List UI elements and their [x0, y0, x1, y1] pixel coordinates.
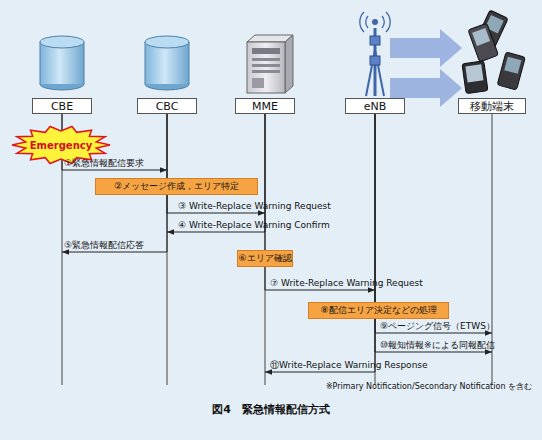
node-text: ⑥エリア確認 [238, 252, 291, 265]
server-icon [285, 35, 293, 93]
message-arrow [167, 114, 265, 213]
node-text: ②メッセージ作成，エリア特定 [114, 180, 239, 193]
server-icon [252, 78, 264, 88]
figure-caption: 図4 緊急情報配信方式 [0, 402, 542, 417]
message-arrow [375, 114, 492, 333]
broadcast-arrow [390, 29, 462, 67]
database-cylinder [40, 36, 84, 48]
server-icon [252, 48, 280, 54]
node-text: MME [252, 100, 278, 113]
entity-box: eNB [345, 98, 405, 114]
mobile-phone [497, 52, 525, 90]
server-icon [247, 42, 285, 93]
entity-box: CBC [137, 98, 197, 114]
database-cylinder [189, 42, 190, 84]
signal-waves [360, 12, 390, 32]
antenna-tower [372, 19, 378, 25]
server-icon [252, 58, 280, 61]
entity-box: MME [235, 98, 295, 114]
node-text: eNB [364, 100, 387, 113]
database-cylinder [84, 42, 85, 84]
entity-box: 移動端末 [458, 98, 526, 114]
antenna-tower [370, 56, 380, 65]
antenna-tower [370, 36, 380, 45]
burst-outline [12, 126, 110, 163]
database-cylinder [145, 36, 189, 48]
server-icon [252, 70, 280, 73]
entity-box: CBE [32, 98, 92, 114]
node-text: ⑧配信エリア決定などの処理 [320, 304, 436, 317]
message-label: ③ Write-Replace Warning Request [178, 200, 331, 212]
node-text: 移動端末 [470, 99, 514, 114]
node-text: Emergency [30, 140, 92, 151]
message-arrow [167, 114, 265, 232]
database-cylinder [145, 42, 146, 84]
footnote: ※Primary Notification/Secondary Notifica… [326, 381, 532, 392]
message-label: ④ Write-Replace Warning Confirm [178, 219, 330, 231]
process-box: ⑥エリア確認 [237, 250, 293, 267]
message-label: ⑤緊急情報配信応答 [64, 239, 144, 251]
message-arrow [265, 114, 375, 372]
database-cylinder [40, 42, 41, 84]
message-label: ⑨ページング信号（ETWS） [380, 320, 495, 332]
message-label: ⑪Write-Replace Warning Response [270, 359, 428, 371]
mobile-phone [468, 23, 498, 62]
process-box: ②メッセージ作成，エリア特定 [95, 178, 258, 195]
node-text: CBC [156, 100, 179, 113]
process-box: ⑧配信エリア決定などの処理 [308, 302, 449, 319]
message-label: ⑩報知情報※による同報配信 [380, 339, 495, 351]
node-text: CBE [51, 100, 73, 113]
server-icon [252, 64, 280, 67]
message-label: ①緊急情報配信要求 [64, 157, 144, 169]
message-label: ⑦ Write-Replace Warning Request [270, 277, 423, 289]
mobile-phone [462, 61, 488, 94]
